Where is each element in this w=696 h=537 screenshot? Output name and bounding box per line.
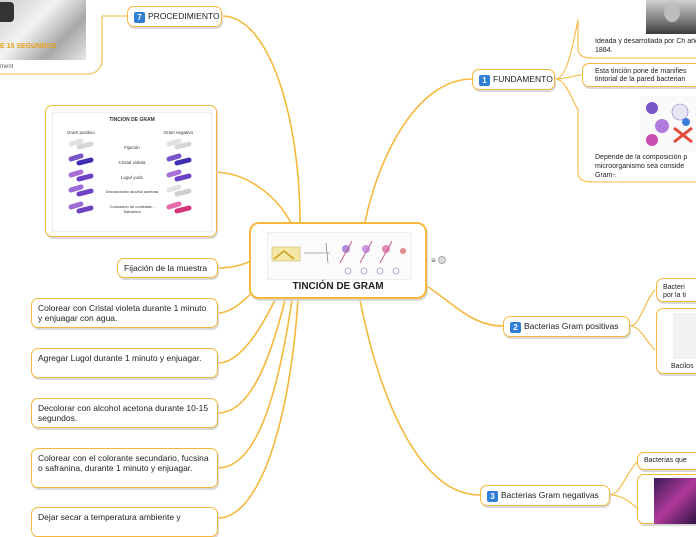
- step-dejar-secar[interactable]: Dejar secar a temperatura ambiente y: [31, 507, 218, 537]
- chart-col-negative: Gram negativo: [163, 130, 193, 135]
- link-positivas: [424, 284, 504, 327]
- gram-negativas-text-1[interactable]: Bacterias que: [637, 452, 696, 470]
- chart-stage-5: Coloración de contraste - Safranina: [109, 204, 155, 214]
- link-gram-chart: [212, 171, 293, 226]
- gram-chart-image: TINCION DE GRAM Gram positivo Gram negat…: [52, 112, 212, 232]
- number-badge: 2: [510, 322, 521, 333]
- link-step3: [217, 299, 286, 414]
- chart-stage-1: Fijación: [124, 145, 140, 150]
- gram-positivas-image-node[interactable]: Bacilos: [656, 308, 696, 374]
- bacteria-collage: [646, 102, 693, 146]
- procedimiento-label: PROCEDIMIENTO: [148, 11, 220, 21]
- gram-chart-node[interactable]: TINCION DE GRAM Gram positivo Gram negat…: [45, 105, 217, 237]
- chart-col-positive: Gram positivo: [67, 130, 95, 135]
- photo-caption: E 15 SEGUNDOS: [0, 43, 57, 50]
- central-image: [267, 232, 412, 280]
- link-negativas: [359, 299, 481, 496]
- chart-stage-4: Decoloración alcohol acetona: [105, 189, 159, 194]
- central-title: TINCIÓN DE GRAM: [292, 281, 384, 292]
- gram-negativas-image: [654, 478, 696, 524]
- gram-positivas-text-2: Bacilos: [671, 363, 694, 370]
- central-node[interactable]: TINCIÓN DE GRAM: [249, 222, 427, 299]
- step-cristal-violeta[interactable]: Colorear con Cristal violeta durante 1 m…: [31, 298, 218, 328]
- notes-icon-glyph: ≡: [431, 256, 436, 265]
- fundamento-bacteria-image: [640, 96, 696, 152]
- gram-positivas-label: Bacterias Gram positivas: [524, 321, 619, 331]
- chart-title: TINCION DE GRAM: [109, 117, 155, 123]
- step-decolorar[interactable]: Decolorar con alcohol acetona durante 10…: [31, 398, 218, 428]
- link-procedimiento: [221, 15, 301, 223]
- photo-subcaption: ment: [0, 64, 14, 70]
- portrait-face: [664, 2, 680, 22]
- top-left-photo: E 15 SEGUNDOS: [0, 0, 86, 60]
- gram-negativas-label: Bacterias Gram negativas: [501, 490, 599, 500]
- number-badge: 3: [487, 491, 498, 502]
- photo-dark-tab: [0, 2, 14, 22]
- bacilos-image: [673, 313, 696, 359]
- notes-icon[interactable]: ≡: [431, 256, 446, 265]
- link-step5: [217, 299, 299, 519]
- fundamento-text-2[interactable]: Esta tinción pone de manifies tintorial …: [582, 63, 696, 87]
- step-fijacion[interactable]: Fijación de la muestra: [117, 258, 218, 278]
- step-colorante-secundario[interactable]: Colorear con el colorante secundario, fu…: [31, 448, 218, 488]
- chart-bacteria-shapes: [68, 138, 192, 214]
- chart-stage-3: Lugol yodo: [120, 175, 144, 180]
- number-badge: 1: [479, 75, 490, 86]
- link-step4: [217, 299, 293, 469]
- fundamento-label: FUNDAMENTO: [493, 74, 553, 84]
- step-lugol[interactable]: Agregar Lugol durante 1 minuto y enjuaga…: [31, 348, 218, 378]
- attachment-icon: [437, 256, 446, 264]
- link-step2: [217, 299, 276, 364]
- chart-stage-2: Cristal violeta: [118, 160, 146, 165]
- fundamento-text-3: Depende de la composición p microorganis…: [595, 154, 688, 179]
- fundamento-photo: [646, 0, 696, 34]
- link-fundamento: [364, 78, 473, 223]
- mind-map-connectors: [0, 15, 696, 519]
- number-badge: 7: [134, 12, 145, 23]
- gram-negativas-image-node[interactable]: [637, 474, 696, 524]
- fundamento-text-1: Ideada y desarrollada por Ch año 1884.: [595, 38, 696, 54]
- gram-positivas-text-1[interactable]: Bacteri por la ti: [656, 278, 696, 302]
- staining-illustration: [271, 240, 406, 275]
